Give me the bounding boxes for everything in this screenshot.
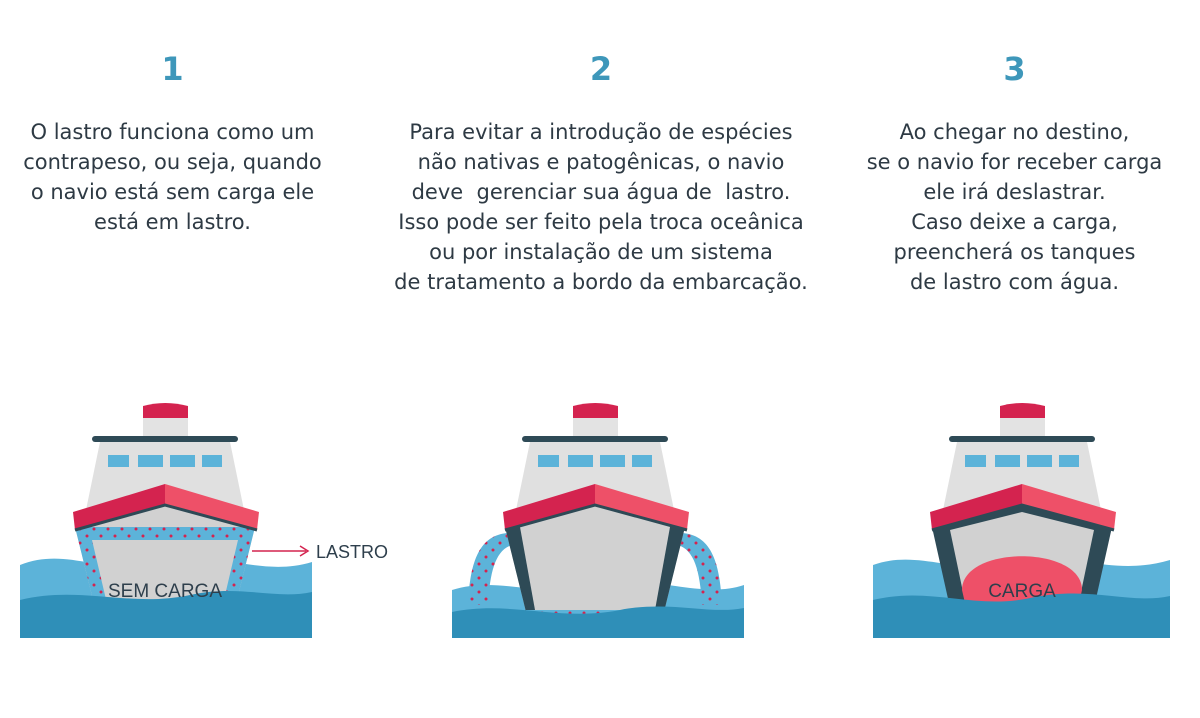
funnel <box>1000 416 1045 439</box>
funnel-cap <box>1000 403 1045 418</box>
text-line: Ao chegar no destino, <box>899 120 1130 144</box>
text-line: deve gerenciar sua água de lastro. <box>411 180 791 204</box>
window <box>1027 455 1052 467</box>
text-line: Isso pode ser feito pela troca oceânica <box>398 210 804 234</box>
text-line: está em lastro. <box>94 210 251 234</box>
window <box>1059 455 1079 467</box>
ship-2 <box>452 403 744 638</box>
deck-rail <box>949 436 1095 442</box>
water-front <box>452 606 744 638</box>
ballast-water-dots <box>75 527 255 620</box>
text-line: se o navio for receber carga <box>866 150 1163 174</box>
step-number: 1 <box>161 50 184 88</box>
text-line: não nativas e patogênicas, o navio <box>417 150 785 174</box>
step-number: 3 <box>1003 50 1026 88</box>
window <box>600 455 625 467</box>
step-number: 2 <box>589 50 613 88</box>
bow-line <box>74 503 258 532</box>
window <box>108 455 129 467</box>
step-description: Ao chegar no destino, se o navio for rec… <box>862 117 1167 297</box>
bow-deck-pink <box>1022 484 1116 530</box>
water-front <box>873 593 1170 638</box>
text-line: Caso deixe a carga, <box>911 210 1118 234</box>
bow-line <box>931 503 1115 532</box>
bow-deck-red <box>503 484 595 530</box>
step-description: Para evitar a introdução de espécies não… <box>372 117 830 297</box>
text-line: ele irá deslastrar. <box>923 180 1106 204</box>
ship-3: CARGA <box>873 403 1170 638</box>
window <box>965 455 986 467</box>
hull <box>505 505 685 620</box>
bow-line <box>504 503 688 532</box>
bow-deck-red <box>930 484 1022 530</box>
deck-rail <box>92 436 238 442</box>
lastro-arrow-head <box>299 545 310 557</box>
bow-deck-pink <box>165 484 259 530</box>
ship-label-sem-carga: SEM CARGA <box>108 581 222 602</box>
window <box>995 455 1020 467</box>
funnel-cap <box>573 403 618 418</box>
funnel <box>143 416 188 439</box>
bow-deck-red <box>73 484 165 530</box>
text-line: ou por instalação de um sistema <box>429 240 773 264</box>
ballast-tank-left <box>505 527 535 620</box>
text-line: de lastro com água. <box>909 270 1120 294</box>
ballast-tank-right <box>655 527 685 620</box>
lastro-label: LASTRO <box>316 542 388 562</box>
ship-1: SEM CARGA LASTRO <box>20 403 388 638</box>
deck-rail <box>522 436 668 442</box>
funnel <box>573 416 618 439</box>
bow-deck-pink <box>595 484 689 530</box>
text-line: de tratamento a bordo da embarcação. <box>394 270 808 294</box>
text-line: o navio está sem carga ele <box>30 180 315 204</box>
text-line: contrapeso, ou seja, quando <box>23 150 322 174</box>
step-description: O lastro funciona como um contrapeso, ou… <box>0 117 345 237</box>
window <box>138 455 163 467</box>
text-line: Para evitar a introdução de espécies <box>409 120 793 144</box>
ballast-outflow-dots <box>468 533 722 605</box>
funnel-cap <box>143 403 188 418</box>
window <box>202 455 222 467</box>
ship-label-carga: CARGA <box>988 581 1056 602</box>
window <box>632 455 652 467</box>
water-front <box>20 590 312 638</box>
window <box>568 455 593 467</box>
window <box>170 455 195 467</box>
window <box>538 455 559 467</box>
text-line: preencherá os tanques <box>893 240 1136 264</box>
text-line: O lastro funciona como um <box>30 120 315 144</box>
